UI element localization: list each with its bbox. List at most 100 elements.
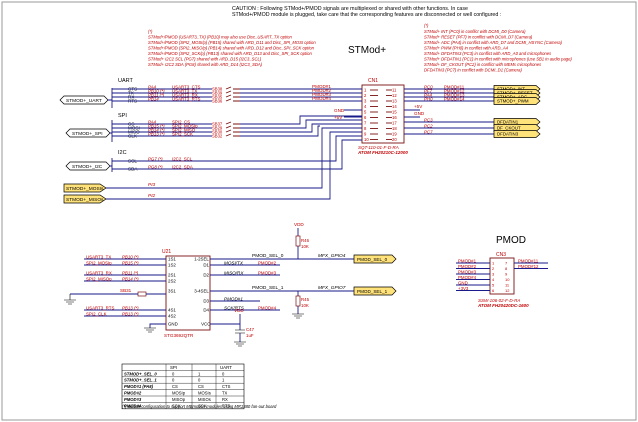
svg-text:STMOD+_UART: STMOD+_UART [66,98,102,104]
mcu-pin: PB15 (*) [122,261,139,266]
net-label: PMOD#11 [518,259,539,264]
cn1-pin-right: 11 [392,88,397,93]
mux-pin-left: 1S1 [168,257,176,262]
table-cell: TX [222,391,228,396]
table-cell: CTS [222,384,231,389]
net-label: SPI2_CS [172,120,190,125]
svg-text:PMOD#2: PMOD#2 [312,88,331,93]
misc-lines: PI3 PI2 [106,127,362,200]
cn1-pin-right: 15 [392,110,397,115]
cn1-pin-right: 18 [392,126,397,131]
svg-text:PMOD_SEL_0: PMOD_SEL_0 [357,257,388,262]
mcu-pin: PB14 (*) [148,128,165,133]
net-label: I2C2_SDA [172,165,193,170]
svg-text:STMOD+_SPI: STMOD+_SPI [72,131,103,137]
cn1-left-wires [240,88,362,102]
svg-text:STMod+ INT (PC0) in conflict w: STMod+ INT (PC0) in conflict with DCMI_D… [424,29,526,34]
table-cell: RTS [222,403,231,408]
table-cell: 0 [172,371,175,376]
mcu-pin: PF7 [424,89,433,94]
mcu-pin: PG8 (*) [148,165,163,170]
solder-bridge: SB39 [212,91,223,96]
bus-port-i2c: STMOD+_I2C [65,161,111,171]
table-cell: 0 [198,378,201,383]
cn1-pin-right: 16 [392,115,397,120]
spi-group-title: SPI [118,113,127,119]
mux-output: SCK/RTS [224,306,245,311]
solder-bridge: SB36 [212,99,223,104]
caution-line-2: STMod+/PMOD module is plugged, take care… [232,12,501,18]
solder-bridge: SB35 [212,95,223,100]
net-label: USART3_RX [172,93,198,98]
svg-text:MFX_GPIO7: MFX_GPIO7 [318,285,346,291]
svg-text:+5V: +5V [414,104,423,109]
table-border [121,363,245,410]
svg-text:STMod+/PMOD (SPI2_SCK/p) (PB13: STMod+/PMOD (SPI2_SCK/p) (PB13) shared w… [148,51,312,56]
cn3-pin-right: 8 [505,266,508,271]
net-label: PMOD#11 [444,85,465,90]
solder-bridge-symbol [225,90,240,94]
mcu-pin: PB10 (*) [148,89,165,94]
cn3-pin-left: 2 [492,266,495,271]
table-cell: 0 [222,371,225,376]
mcu-pin: PB13 (*) [122,306,139,311]
mux-gnd [144,323,166,333]
svg-text:VDD: VDD [294,222,304,227]
pmod-title: PMOD [496,235,526,246]
net-label: USART3_TX [86,255,111,260]
mux-pin-right: D1 [203,263,209,268]
table-cell: STMOD+_SEL_1 [124,378,157,383]
net-label: PMOD#13 [444,93,465,98]
svg-text:1uF: 1uF [246,333,254,338]
cn3-pin-left: 5 [492,283,495,288]
net-label: SPI2_SCK [172,132,193,137]
svg-text:STMod+ PWM (PH0) in conflict w: STMod+ PWM (PH0) in conflict with ARD_A4 [424,46,509,51]
net-label: USART3_CTS [172,85,201,90]
mux-pin-left: 1S2 [168,263,176,268]
mcu-pin: PA4 [148,120,157,125]
svg-text:C47: C47 [246,327,255,332]
sel1-network: PMOD_SEL_1 MFX_GPIO7 PMOD_SEL_1 R45 10K [210,285,397,319]
svg-text:VDD: VDD [234,308,244,313]
table-cell: PMOD#2 [124,391,142,396]
net-label: SPI2_MISO [172,128,196,133]
cn1-pin-left: 1 [364,88,367,93]
mux-u21: U21 STG3692QTR 1S11S22S12S23S14S14S2GND1… [162,249,211,338]
cn1-pin-left: 6 [364,115,367,120]
port-label-text: STMOD+_ADC [497,95,527,100]
net-label: SPI2_MISOp [86,277,112,282]
svg-text:SB31: SB31 [120,288,132,293]
mcu-pin: PC3 [424,118,433,123]
cn1-pin-left: 2 [364,93,367,98]
net-label: PMOD#3 [258,271,277,276]
table-header: SPI [170,365,177,370]
mcu-pin: PB14 (*) [122,277,139,282]
table-cell: MISOs [198,397,211,402]
port-label-text: STMOD+_PWM [497,99,529,104]
net-label: +3V3 [458,286,469,291]
table-cell: 1 [198,371,201,376]
port-misos: STMOD+_MISOs [63,194,107,204]
net-label: PMOD#3 [458,270,477,275]
svg-text:STMod+ DFDATIN1 (PC1) in confl: STMod+ DFDATIN1 (PC1) in conflict with m… [424,57,572,62]
svg-text:STMod+ DFDATIN3 (PC3) in confl: STMod+ DFDATIN3 (PC3) in conflict with A… [424,51,552,56]
mux-pin-left: 4S1 [168,308,176,313]
net-label: SPI2_MOSIp [86,261,112,266]
cn3-pin-right: 10 [505,277,510,282]
solder-bridge: SB38 [212,87,223,92]
mcu-pin: PC7 [424,130,433,135]
svg-text:GND: GND [414,111,425,116]
solder-bridge-symbol [225,129,240,133]
port-label-text: DFDATIN3 [497,132,519,137]
solder-bridge-symbol [225,94,240,98]
cn1-pin-left: 8 [364,126,367,131]
cn1-left-labels: PMOD#1 PMOD#2 PMOD#3 PMOD#4 GND +5V [312,84,345,120]
svg-text:STMod+/PMOD (USART3_TX) (PB10): STMod+/PMOD (USART3_TX) (PB10) may also … [148,35,292,40]
